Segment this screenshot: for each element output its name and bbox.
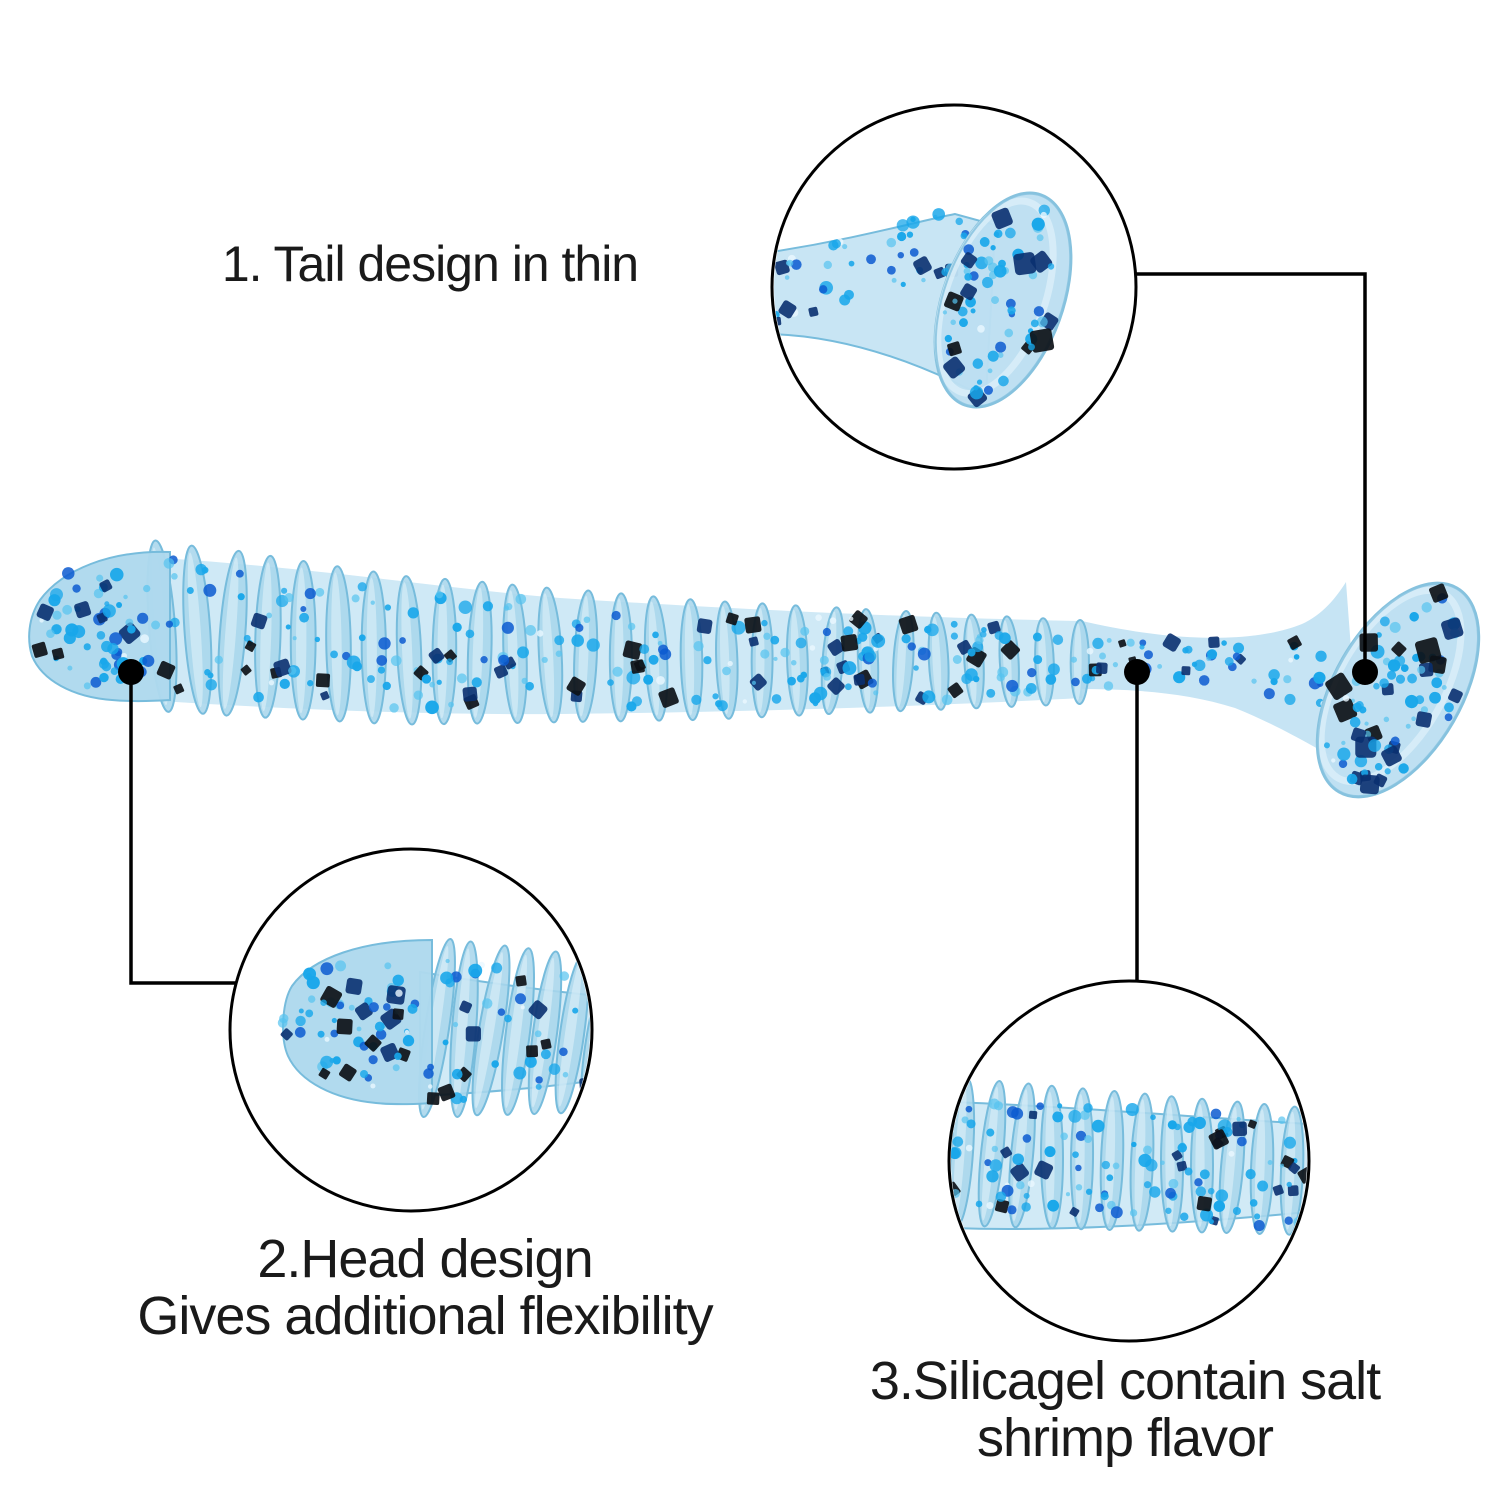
callout-3-line-2: shrimp flavor [976, 1408, 1274, 1468]
zoom-circle-body-content [951, 983, 1307, 1339]
callout-3-caption: 3.Silicagel contain salt shrimp flavor [835, 1353, 1415, 1467]
lure-main [28, 539, 1481, 799]
callout-dot-body [1124, 659, 1150, 685]
lure-paddle-tail [1315, 581, 1481, 799]
glitter-group [156, 555, 1080, 715]
callout-dot-head [118, 659, 144, 685]
callout-2-caption: 2.Head design Gives additional flexibili… [95, 1231, 755, 1345]
zoom-circle-tail-content [774, 107, 1134, 467]
callout-marker-dots [118, 659, 1378, 685]
callout-1-caption: 1. Tail design in thin [170, 234, 690, 294]
zoom-circle-head-content [232, 851, 590, 1209]
zoom-circle-tail [770, 103, 1138, 471]
callout-2-line-1: 2.Head design [257, 1229, 593, 1289]
lure-tail-shaft [1078, 582, 1360, 770]
callout-3-line-1: 3.Silicagel contain salt [869, 1351, 1381, 1411]
connector-line-tail [1135, 272, 1367, 672]
callout-2-line-2: Gives additional flexibility [137, 1286, 713, 1346]
callout-dot-tail [1352, 659, 1378, 685]
tail-closeup-paddle [933, 191, 1073, 409]
connector-line-head [129, 672, 236, 985]
zoom-circle-head [228, 847, 594, 1213]
callout-1-line-1: 1. Tail design in thin [221, 236, 639, 292]
zoom-circle-body [947, 979, 1311, 1343]
body-closeup-ribs [951, 1077, 1305, 1236]
callout-connectors [129, 272, 1367, 985]
